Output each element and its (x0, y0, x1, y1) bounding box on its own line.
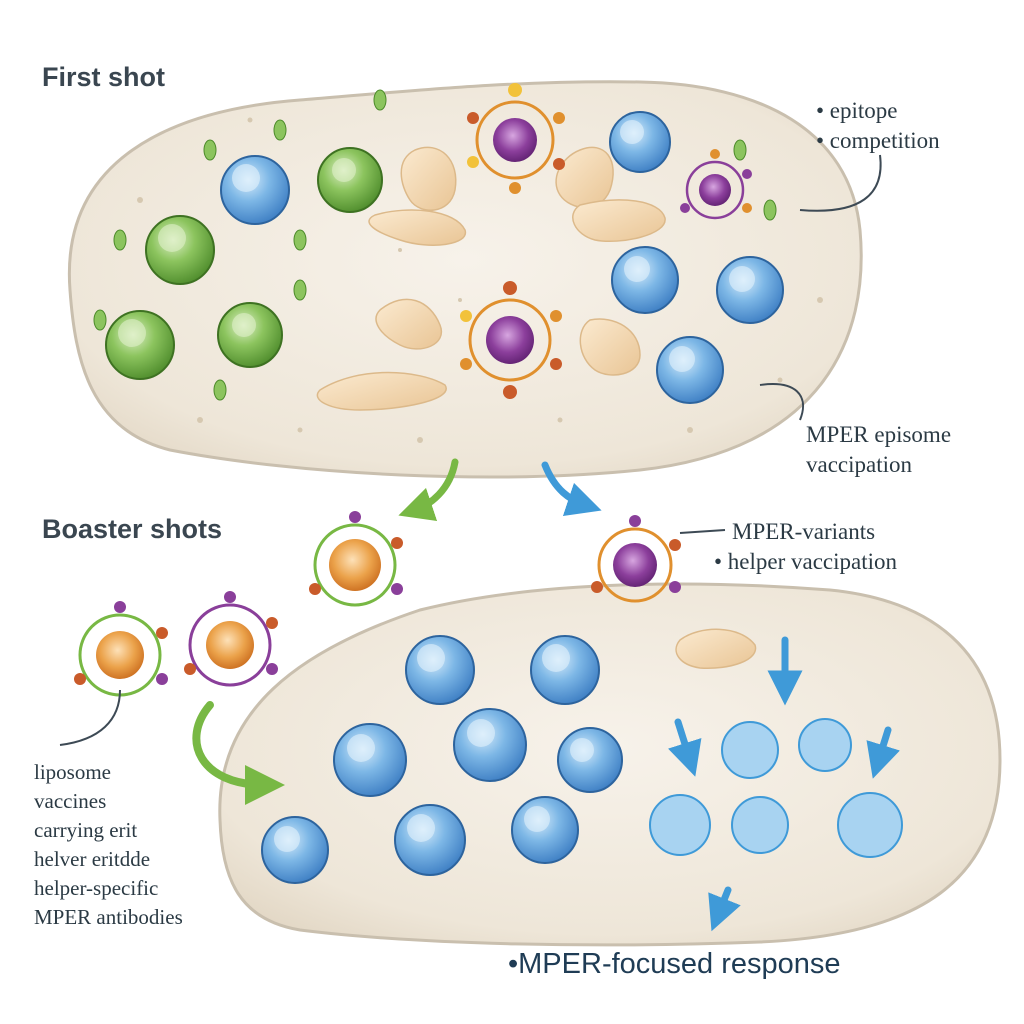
mper-variants-line: MPER-variants (732, 519, 876, 544)
b-cell-icon (649, 718, 903, 858)
b-cell-icon (261, 635, 623, 884)
competition-line: • competition (816, 128, 940, 153)
dendritic-cell-icon (316, 146, 666, 411)
liposome-line-0: liposome (34, 760, 111, 784)
vaccipation-line: vaccipation (806, 452, 913, 477)
tissue-speckles (137, 117, 823, 443)
mper-focused-response-label: •MPER-focused response (508, 948, 841, 980)
helper-vaccipation-line: • helper vaccipation (714, 549, 898, 574)
dendritic-cell-icon (675, 628, 757, 669)
liposome-line-2: carrying erit (34, 818, 138, 842)
first-shot-heading: First shot (42, 62, 166, 92)
booster-shots-heading: Boaster shots (42, 514, 223, 544)
liposome-line-3: helver eritdde (34, 847, 151, 871)
leader-line-episome (759, 383, 805, 421)
leader-line-liposome (59, 689, 121, 746)
leader-line-epitope (799, 154, 882, 212)
antigen-sprigs (93, 89, 777, 401)
epitope-competition-label: • epitope • competition (816, 96, 940, 156)
liposome-line-4: helper-specific (34, 876, 159, 900)
mper-episome-label: MPER episome vaccipation (806, 420, 951, 480)
liposome-icon (74, 511, 681, 697)
arrow-icon (192, 458, 900, 932)
b-cell-icon (220, 111, 784, 404)
liposome-line-5: MPER antibodies (34, 905, 183, 929)
b-cell-icon (105, 147, 383, 380)
leader-line-variants (679, 529, 726, 534)
liposome-icon (460, 83, 752, 399)
mper-episome-line: MPER episome (806, 422, 952, 447)
epitope-line: • epitope (816, 98, 898, 123)
liposome-vaccines-label: liposome vaccines carrying erit helver e… (34, 758, 183, 932)
liposome-line-1: vaccines (34, 789, 107, 813)
mper-variants-label: MPER-variants • helper vaccipation (714, 517, 897, 577)
